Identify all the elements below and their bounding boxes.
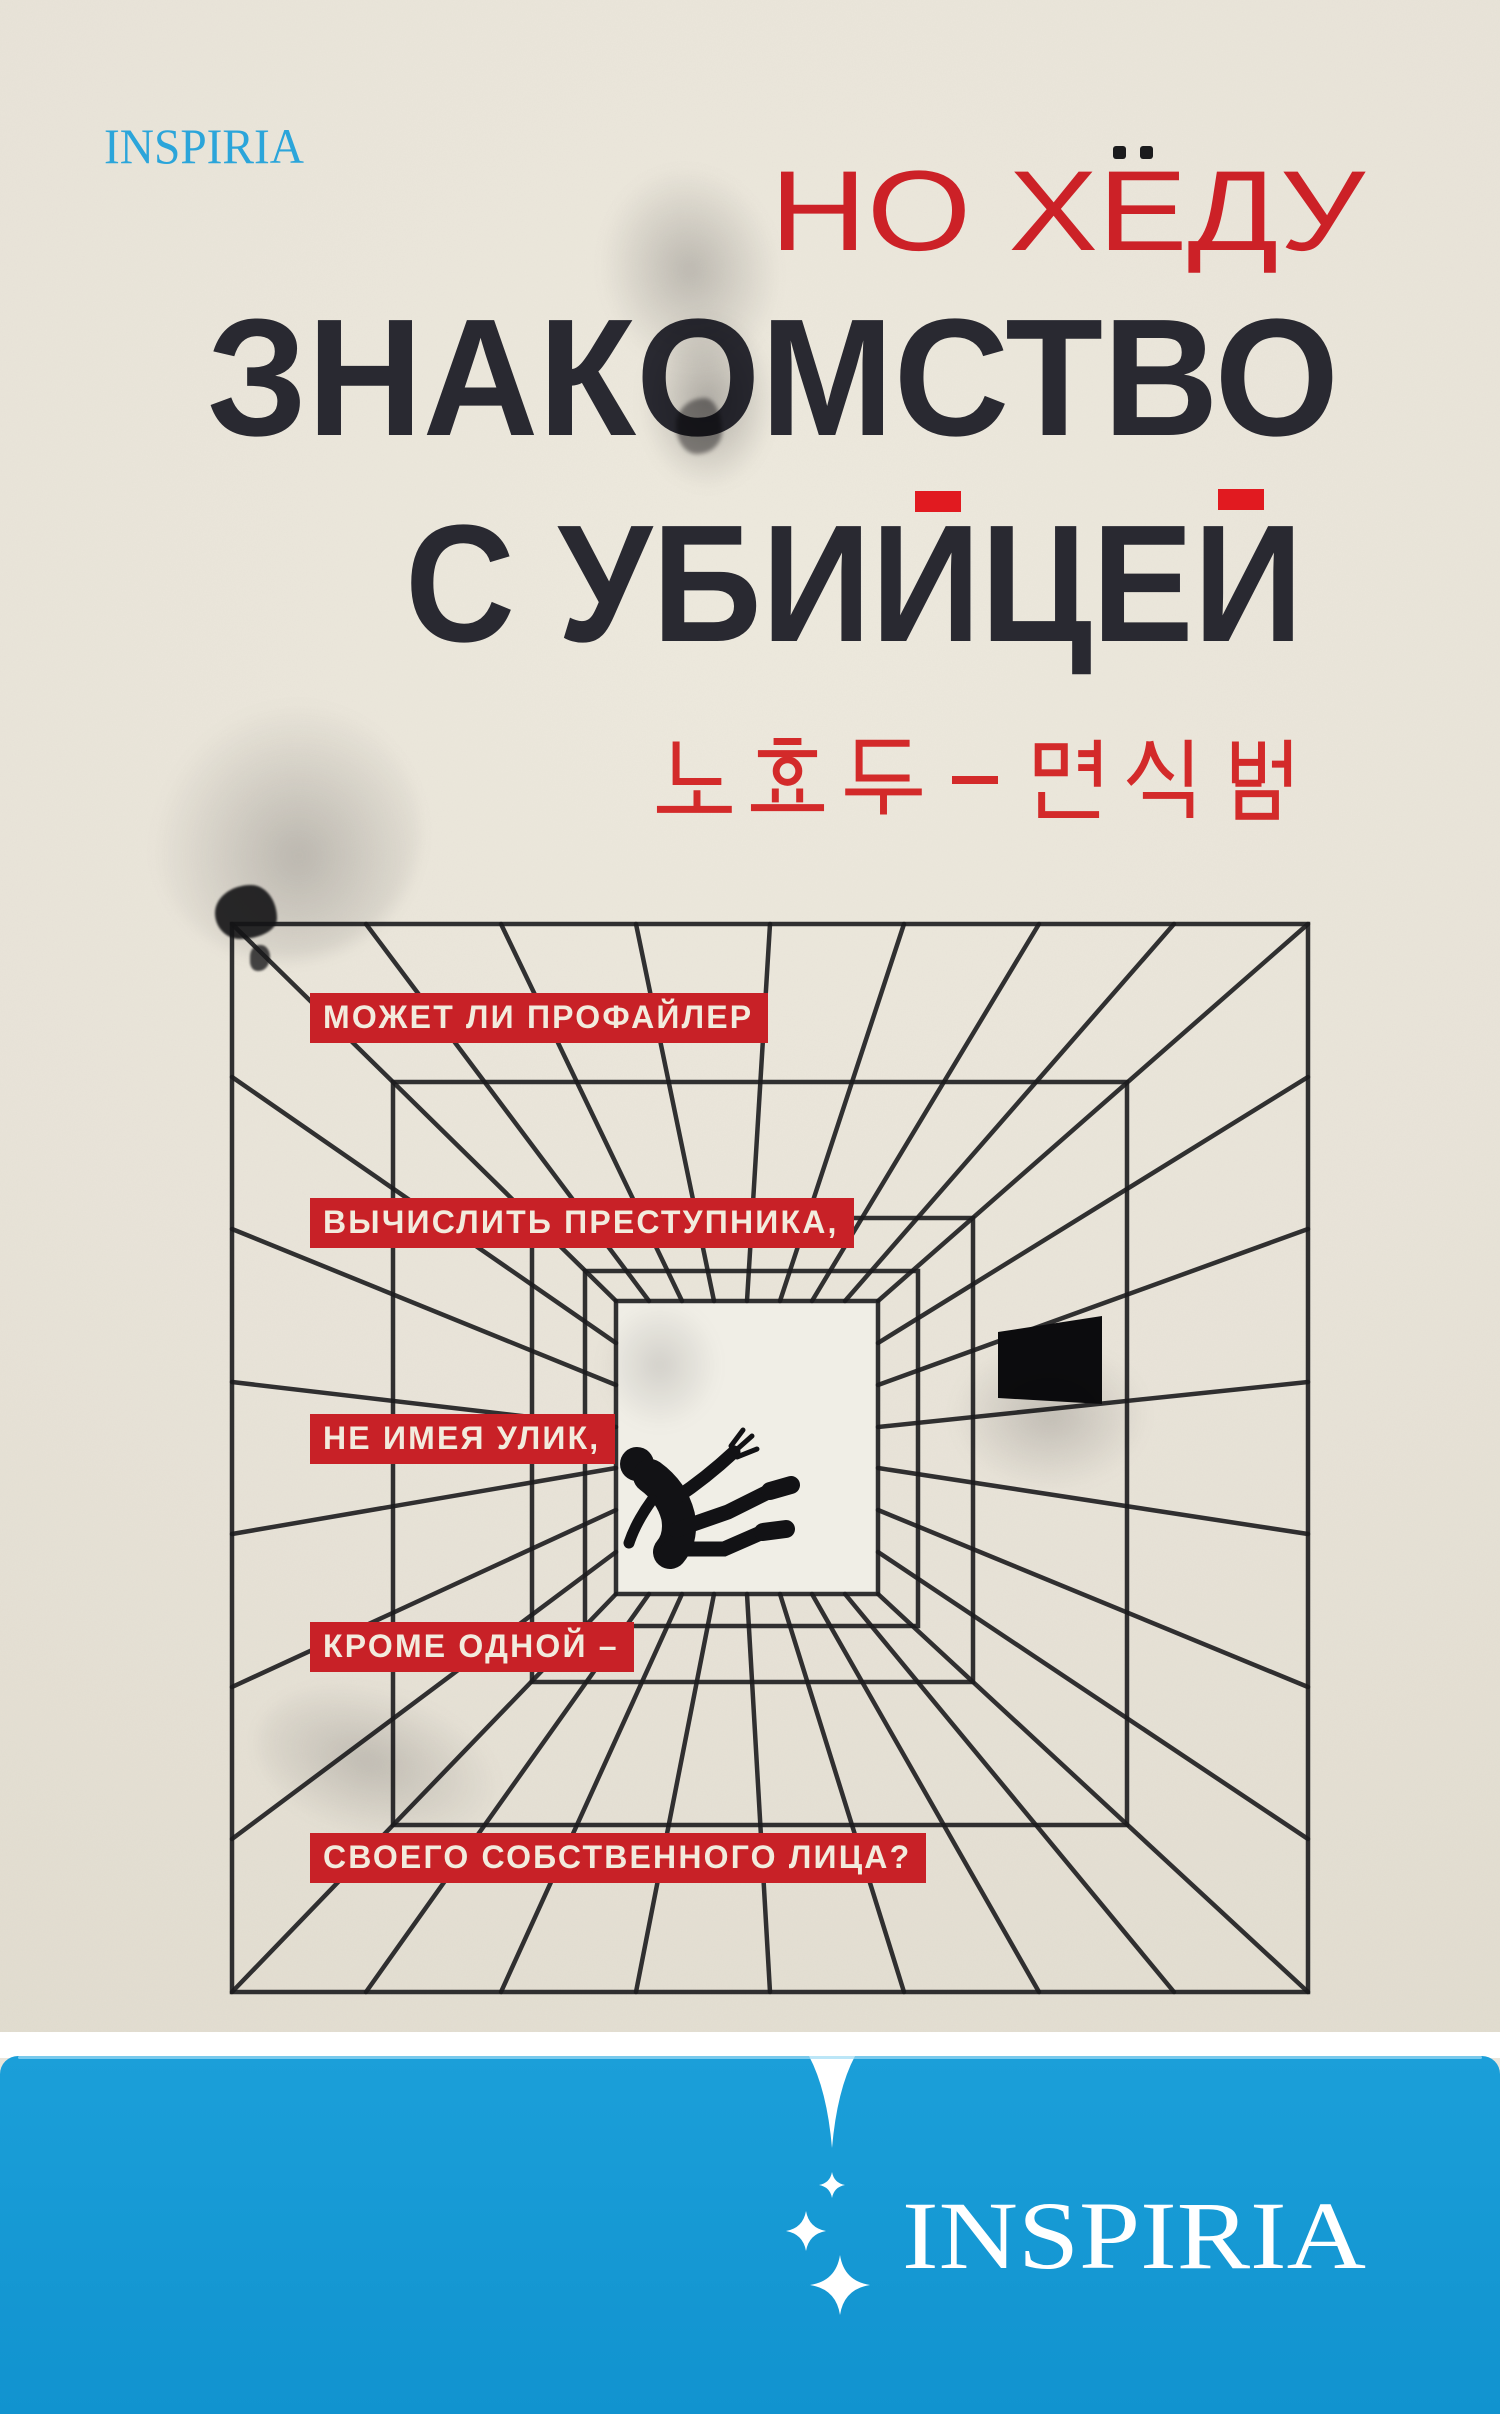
falling-man-silhouette (620, 1427, 800, 1569)
tagline-band-4: КРОМЕ ОДНОЙ – (310, 1622, 634, 1672)
divider-strip (0, 2032, 1500, 2058)
tunnel-ceiling-lines (229, 921, 1311, 1304)
yo-diaeresis-dot (1113, 146, 1126, 159)
publisher-logo-bottom-text: INSPIRIA (902, 2182, 1366, 2289)
publisher-logo-top-text: INSPIRIA (104, 118, 304, 174)
hangul-no (656, 741, 732, 813)
hangul-du (845, 739, 922, 815)
open-hatch (998, 1316, 1102, 1404)
publisher-banner: INSPIRIA (0, 2056, 1500, 2414)
red-breve-mark (915, 491, 961, 512)
tagline-band-3: НЕ ИМЕЯ УЛИК, (310, 1414, 616, 1464)
cover-artwork: НО ХЕДУ ЗНАКОМСТВО С УБИИЦЕИ (207, 146, 1366, 1995)
yo-diaeresis-dot (1140, 146, 1153, 159)
tagline-band-2: ВЫЧИСЛИТЬ ПРЕСТУПНИКА, (310, 1198, 854, 1248)
title-line2: С УБИИЦЕИ (405, 491, 1303, 677)
title-line1: ЗНАКОМСТВО (207, 285, 1339, 471)
tagline-band-1: МОЖЕТ ЛИ ПРОФАЙЛЕР (310, 993, 769, 1043)
publisher-banner-art: INSPIRIA (786, 2056, 1366, 2315)
sparkle-column-icon (786, 2056, 870, 2315)
tagline-band-5: СВОЕГО СОБСТВЕННОГО ЛИЦА? (310, 1833, 927, 1883)
red-breve-mark (1218, 489, 1264, 510)
tunnel-floor-lines (229, 1591, 1311, 1995)
hangul-myeon (1034, 739, 1101, 819)
hangul-beom (1231, 739, 1292, 820)
publisher-logo-top: INSPIRIA (104, 118, 304, 174)
tunnel-right-wall-lines (875, 1074, 1311, 1842)
hangul-hyo (750, 738, 825, 812)
author-name: НО ХЕДУ (770, 148, 1366, 275)
korean-original-title (656, 738, 1292, 820)
hangul-sik (1126, 739, 1194, 819)
banner-top-highlight (18, 2056, 1482, 2059)
